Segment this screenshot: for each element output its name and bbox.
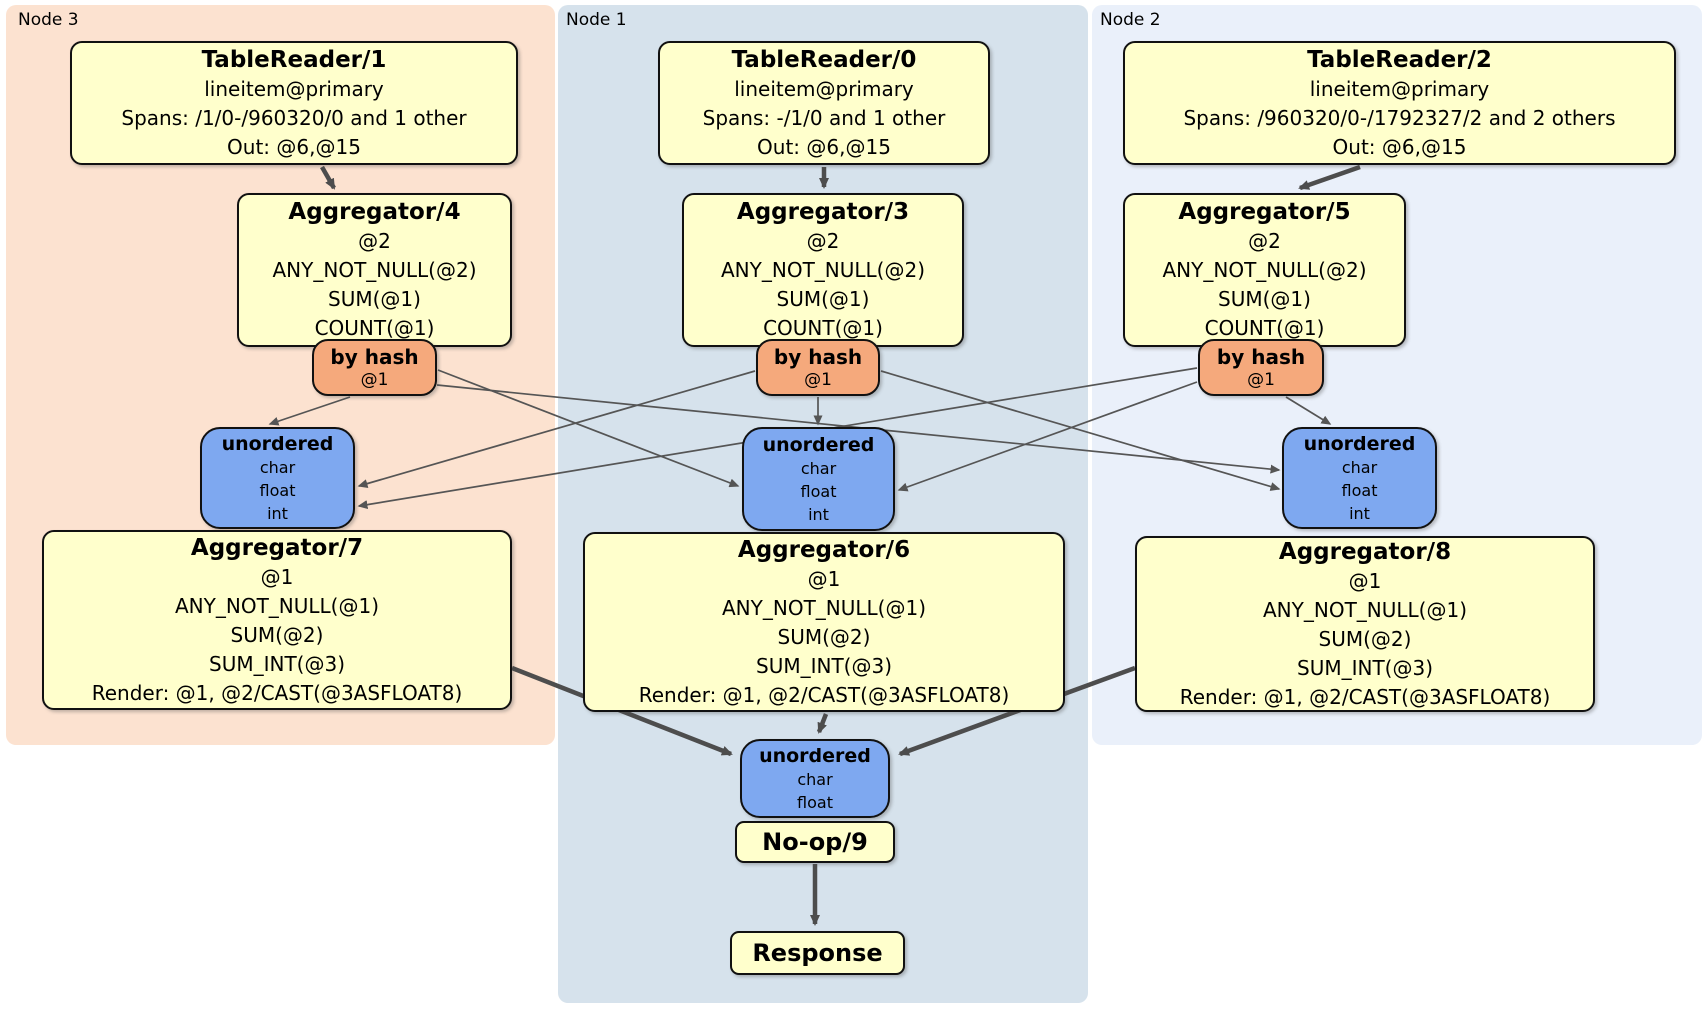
processor-detail: Out: @6,@15 [757, 134, 891, 159]
processor-detail: lineitem@primary [734, 76, 914, 101]
processor-title: Aggregator/8 [1278, 538, 1452, 565]
sync-type: float [797, 792, 833, 812]
processor-detail: ANY_NOT_NULL(@2) [721, 258, 925, 282]
processor-title: TableReader/1 [201, 46, 387, 73]
sync-title: unordered [759, 744, 871, 767]
processor-detail: Out: @6,@15 [1332, 134, 1467, 159]
processor-title: Aggregator/5 [1178, 199, 1351, 225]
sync-title: unordered [1303, 432, 1416, 455]
processor-detail: @2 [806, 229, 840, 253]
processor-detail: SUM(@1) [776, 287, 870, 311]
sync-unordered-final: unordered char float [740, 739, 890, 818]
processor-title: Aggregator/6 [737, 536, 911, 563]
sync-type: int [808, 504, 829, 524]
processor-detail: Out: @6,@15 [227, 134, 361, 159]
router-key: @1 [360, 369, 389, 390]
sync-type: int [1349, 503, 1370, 523]
edge-tr1-agg4 [320, 165, 336, 190]
router-by-hash-left: by hash @1 [312, 339, 437, 396]
processor-detail: SUM_INT(@3) [209, 651, 345, 676]
edge-hashC-syncL [357, 370, 756, 488]
response-node: Response [730, 931, 905, 975]
processor-detail: @1 [1348, 568, 1382, 593]
sync-type: int [267, 503, 288, 523]
edge-tr2-agg5 [1298, 164, 1361, 191]
processor-detail: SUM_INT(@3) [1297, 655, 1433, 680]
processor-aggregator-4: Aggregator/4 @2 ANY_NOT_NULL(@2) SUM(@1)… [237, 193, 512, 347]
router-key: @1 [1247, 369, 1275, 390]
processor-aggregator-5: Aggregator/5 @2 ANY_NOT_NULL(@2) SUM(@1)… [1123, 193, 1406, 347]
processor-detail: SUM(@1) [328, 287, 421, 311]
router-title: by hash [773, 344, 863, 369]
processor-title: Aggregator/3 [736, 199, 910, 225]
processor-detail: Render: @1, @2/CAST(@3ASFLOAT8) [1179, 684, 1551, 709]
processor-detail: SUM(@1) [1218, 287, 1311, 311]
processor-tablereader-2: TableReader/2 lineitem@primary Spans: /9… [1123, 41, 1676, 165]
processor-title: Aggregator/7 [190, 534, 364, 561]
router-key: @1 [804, 369, 832, 390]
processor-aggregator-7: Aggregator/7 @1 ANY_NOT_NULL(@1) SUM(@2)… [42, 530, 512, 710]
processor-title: TableReader/0 [731, 46, 917, 73]
router-by-hash-right: by hash @1 [1198, 339, 1324, 396]
sync-type: char [1341, 457, 1378, 477]
processor-detail: Spans: -/1/0 and 1 other [702, 105, 946, 130]
processor-detail: ANY_NOT_NULL(@2) [272, 258, 477, 282]
processor-detail: SUM(@2) [1318, 626, 1412, 651]
processor-detail: @1 [260, 564, 294, 589]
processor-detail: @2 [358, 229, 391, 253]
router-by-hash-center: by hash @1 [756, 339, 880, 396]
processor-aggregator-8: Aggregator/8 @1 ANY_NOT_NULL(@1) SUM(@2)… [1135, 536, 1595, 712]
processor-aggregator-3: Aggregator/3 @2 ANY_NOT_NULL(@2) SUM(@1)… [682, 193, 964, 347]
router-title: by hash [330, 344, 419, 369]
processor-detail: @2 [1248, 229, 1281, 253]
sync-type: char [259, 457, 296, 477]
processor-detail: ANY_NOT_NULL(@2) [1162, 258, 1367, 282]
sync-title: unordered [221, 432, 334, 455]
processor-tablereader-0: TableReader/0 lineitem@primary Spans: -/… [658, 41, 990, 165]
processor-detail: ANY_NOT_NULL(@1) [1263, 597, 1467, 622]
processor-detail: SUM(@2) [777, 624, 871, 649]
processor-noop-9: No-op/9 [735, 821, 895, 863]
edge-hashL-syncL [268, 396, 351, 426]
sync-unordered-right: unordered char float int [1282, 427, 1437, 529]
processor-aggregator-6: Aggregator/6 @1 ANY_NOT_NULL(@1) SUM(@2)… [583, 532, 1065, 712]
processor-detail: SUM(@2) [230, 622, 324, 647]
sync-unordered-center: unordered char float int [742, 427, 895, 531]
edge-hashR-syncC [897, 381, 1198, 492]
processor-detail: COUNT(@1) [763, 316, 883, 340]
sync-unordered-left: unordered char float int [200, 427, 355, 529]
processor-detail: Render: @1, @2/CAST(@3ASFLOAT8) [638, 682, 1010, 707]
sync-type: char [797, 769, 833, 789]
processor-detail: lineitem@primary [1309, 76, 1490, 101]
processor-detail: Spans: /960320/0-/1792327/2 and 2 others [1183, 105, 1616, 130]
processor-detail: @1 [807, 566, 841, 591]
sync-title: unordered [762, 433, 875, 456]
processor-detail: lineitem@primary [204, 76, 384, 101]
processor-tablereader-1: TableReader/1 lineitem@primary Spans: /1… [70, 41, 518, 165]
processor-detail: Render: @1, @2/CAST(@3ASFLOAT8) [91, 680, 463, 705]
router-title: by hash [1216, 344, 1306, 369]
edge-hashR-syncR [1285, 396, 1332, 425]
processor-detail: ANY_NOT_NULL(@1) [722, 595, 926, 620]
node2-label: Node 2 [1100, 10, 1161, 30]
sync-type: float [259, 480, 296, 500]
sync-type: float [800, 481, 837, 501]
node1-label: Node 1 [566, 10, 627, 30]
edge-hashC-syncR [880, 370, 1281, 491]
processor-title: Aggregator/4 [288, 199, 461, 225]
processor-detail: COUNT(@1) [314, 316, 435, 340]
processor-detail: Spans: /1/0-/960320/0 and 1 other [121, 105, 467, 130]
sync-type: float [1341, 480, 1378, 500]
processor-detail: SUM_INT(@3) [756, 653, 892, 678]
sync-type: char [800, 458, 837, 478]
processor-detail: COUNT(@1) [1204, 316, 1325, 340]
processor-detail: ANY_NOT_NULL(@1) [175, 593, 379, 618]
node3-label: Node 3 [18, 10, 79, 30]
processor-title: TableReader/2 [1307, 46, 1492, 73]
edge-agg6-syncF [816, 713, 829, 734]
